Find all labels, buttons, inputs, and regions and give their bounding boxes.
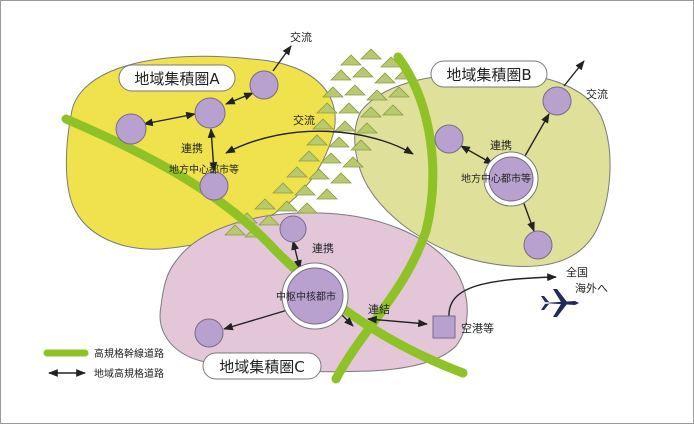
node-b-3 [523, 230, 553, 260]
svg-text:地域集積圏A: 地域集積圏A [134, 70, 220, 88]
label-b-coop: 連携 [490, 138, 512, 152]
region-a-area [65, 55, 336, 250]
label-a-exchange: 交流 [290, 30, 312, 44]
label-a-city: 地方中心都市等 [169, 163, 239, 176]
airplane-icon [541, 289, 579, 317]
node-b-1 [434, 124, 464, 154]
label-c-coop: 連携 [312, 241, 334, 255]
airport-node [432, 315, 456, 339]
label-overseas: 海外へ [575, 281, 608, 295]
label-airport: 空港等 [461, 321, 494, 335]
label-nation: 全国 [566, 265, 588, 279]
label-a-coop: 連携 [181, 141, 203, 155]
node-a-1 [115, 113, 147, 145]
label-b-exchange: 交流 [586, 87, 608, 101]
label-connect: 連結 [368, 302, 390, 316]
node-a-2 [194, 97, 226, 129]
center-exchange-arrow [225, 130, 414, 155]
legend-highway-label: 高規格幹線道路 [94, 347, 164, 360]
svg-text:地域集積圏B: 地域集積圏B [446, 66, 531, 84]
label-c-city: 中枢中核都市 [276, 290, 336, 303]
node-c-2 [194, 318, 224, 348]
legend-road-label: 地域高規格道路 [94, 367, 164, 380]
region-b-links [460, 60, 585, 232]
node-b-2 [542, 86, 572, 116]
region-a-links [143, 45, 292, 172]
legend: 高規格幹線道路 地域高規格道路 [43, 347, 164, 380]
highway-1 [61, 114, 468, 378]
label-b-city: 地方中心都市等 [461, 172, 531, 185]
hub-c [281, 262, 349, 330]
node-c-1 [279, 215, 307, 243]
hub-b [483, 151, 539, 207]
region-a-title: 地域集積圏A [118, 64, 236, 92]
node-a-3 [249, 70, 279, 100]
node-a-4 [199, 171, 229, 201]
region-b-title: 地域集積圏B [430, 60, 548, 88]
nodes [115, 70, 572, 348]
svg-text:地域集積圏C: 地域集積圏C [219, 358, 304, 376]
label-center-exchange: 交流 [293, 113, 315, 127]
highway-2 [331, 52, 438, 384]
region-c-title: 地域集積圏C [202, 352, 322, 380]
